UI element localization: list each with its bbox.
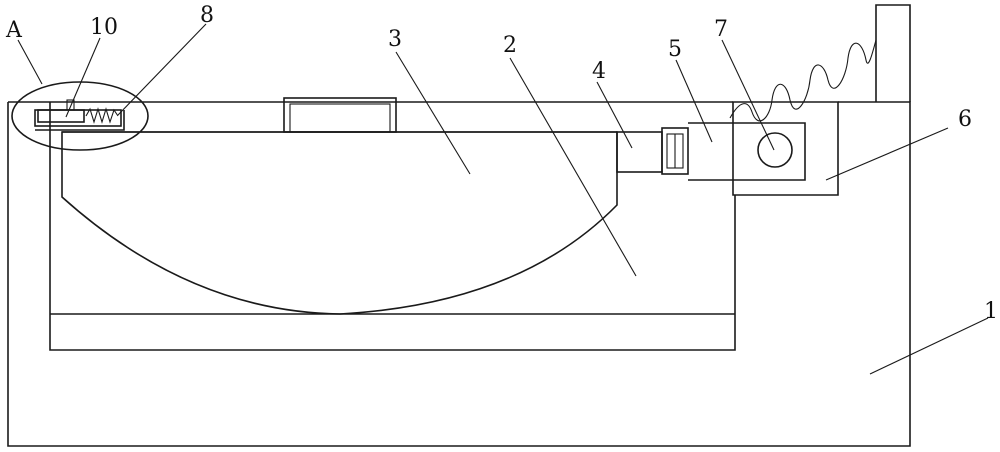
label-8: 8 — [200, 3, 214, 28]
leader-4 — [596, 81, 633, 149]
leader-10 — [65, 37, 101, 118]
tray-handle — [283, 97, 397, 133]
label-6: 6 — [958, 107, 972, 132]
label-7: 7 — [714, 17, 728, 42]
leader-3 — [395, 51, 471, 175]
leader-8 — [117, 23, 207, 116]
latch-tab — [66, 99, 75, 111]
label-10: 10 — [90, 15, 118, 40]
label-3: 3 — [388, 27, 402, 52]
latch-pocket — [35, 110, 125, 131]
label-4: 4 — [592, 59, 606, 84]
detail-circle-a — [11, 81, 149, 151]
bracket — [732, 101, 839, 196]
inner-box — [49, 102, 736, 351]
sliding-arm — [688, 122, 806, 181]
latch-spring — [85, 107, 119, 124]
label-a: A — [5, 18, 23, 43]
leader-1 — [869, 317, 989, 375]
connecting-rod — [616, 131, 663, 173]
tray-handle-inner — [289, 103, 391, 133]
base-body — [7, 101, 911, 447]
leader-6 — [825, 127, 949, 181]
pivot-pin — [757, 132, 793, 168]
spring-mount-wall — [875, 4, 911, 102]
coil-spring — [729, 39, 877, 122]
latch-housing — [34, 109, 122, 127]
coupler — [661, 127, 689, 175]
leader-a — [17, 39, 43, 85]
tray-outline — [61, 131, 618, 315]
leader-5 — [675, 59, 713, 143]
label-2: 2 — [503, 33, 517, 58]
label-1: 1 — [984, 299, 998, 324]
leader-2 — [509, 57, 637, 277]
latch-bolt — [37, 109, 85, 123]
label-5: 5 — [668, 37, 682, 62]
leader-7 — [721, 39, 775, 151]
